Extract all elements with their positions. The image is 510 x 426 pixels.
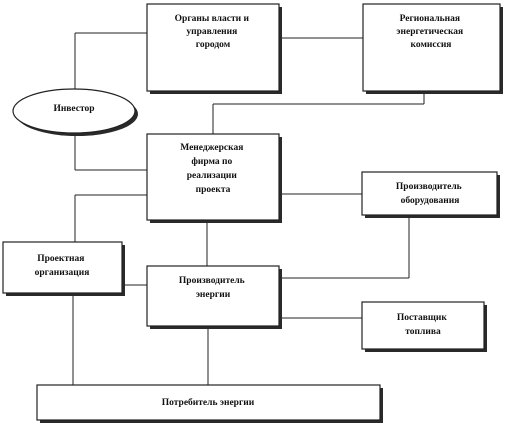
node-energy-producer-line-2: энергии [196, 290, 231, 300]
svg-text:Менеджерская фирма по: Менеджерская фирма по реализации проекта [180, 143, 246, 195]
svg-text:Региональная энергетичес: Региональная энергетическая комиссия [396, 14, 465, 50]
node-city-authorities-line-3: городом [196, 40, 231, 50]
svg-text:Проектная организация: Проектная организация [35, 254, 90, 278]
node-city-authorities: Органы власти и управления городом [146, 3, 282, 94]
node-management-firm-line-2: фирма по [191, 156, 232, 167]
node-equipment-maker-line-1: Производитель [396, 182, 462, 192]
svg-text:Поставщик топлива: Поставщик топлива [397, 313, 449, 337]
node-management-firm: Менеджерская фирма по реализации проекта [146, 133, 282, 223]
node-regional-commission: Региональная энергетическая комиссия [362, 3, 503, 94]
svg-text:Производитель оборудован: Производитель оборудования [396, 182, 464, 206]
svg-text:Инвестор: Инвестор [53, 104, 94, 114]
node-regional-commission-line-1: Региональная [400, 14, 460, 24]
node-design-org-line-2: организация [35, 268, 90, 278]
svg-text:Органы власти и управлен: Органы власти и управления городом [175, 14, 252, 50]
node-equipment-maker-line-2: оборудования [401, 195, 460, 206]
node-energy-consumer: Потребитель энергии [36, 384, 383, 423]
node-investor: Инвестор [12, 88, 138, 136]
node-fuel-supplier-line-1: Поставщик [397, 313, 448, 323]
node-city-authorities-line-2: управления [186, 27, 237, 37]
node-fuel-supplier-line-2: топлива [405, 327, 441, 337]
node-management-firm-line-4: проекта [196, 185, 231, 195]
node-energy-producer: Производитель энергии [146, 265, 282, 329]
node-fuel-supplier: Поставщик топлива [361, 301, 487, 352]
node-design-org-line-1: Проектная [37, 254, 84, 264]
node-energy-consumer-line-1: Потребитель энергии [162, 397, 255, 408]
node-management-firm-line-1: Менеджерская [180, 143, 243, 153]
node-city-authorities-line-1: Органы власти и [175, 14, 250, 24]
node-design-org: Проектная организация [2, 241, 125, 296]
svg-text:Потребитель энергии: Потребитель энергии [162, 397, 255, 408]
node-regional-commission-line-3: комиссия [411, 40, 452, 50]
node-investor-line-1: Инвестор [53, 104, 94, 114]
node-energy-producer-line-1: Производитель [179, 276, 245, 286]
svg-text:Производитель энергии: Производитель энергии [179, 276, 247, 300]
node-equipment-maker: Производитель оборудования [361, 171, 500, 218]
node-regional-commission-line-2: энергетическая [396, 27, 463, 37]
node-management-firm-line-3: реализации [187, 171, 238, 181]
